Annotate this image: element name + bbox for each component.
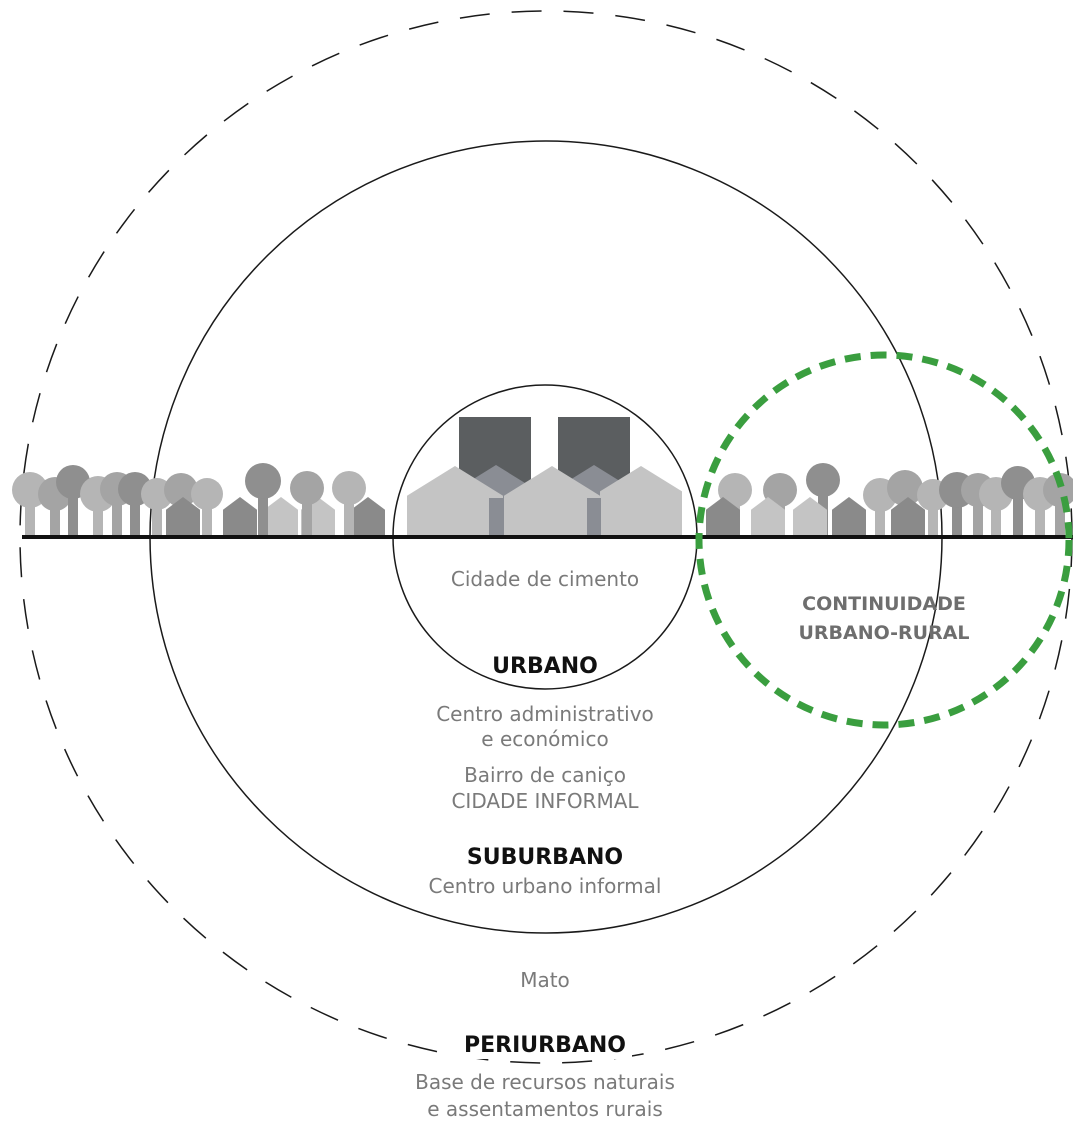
continuity-highlight-circle [695,351,1073,729]
house-shape [891,497,925,535]
cement-city-buildings [407,417,682,535]
house-icon [706,497,740,535]
tree-icon [332,471,366,535]
tree-trunk [991,494,1001,535]
house-icon [223,497,257,535]
tree-trunk [344,488,354,535]
cement-house [600,466,682,535]
urban-title: URBANO [492,654,598,679]
cement-house [504,466,600,535]
house-shape [832,497,866,535]
tree-crown [290,471,324,505]
tree-trunk [1013,483,1023,535]
tower-stem [489,498,503,535]
tree-icon [191,478,223,535]
house-icon [832,497,866,535]
skyline [12,463,1073,535]
urban-desc-line-2: e económico [481,727,609,751]
mato-label: Mato [520,968,570,992]
tree-trunk [152,494,162,535]
cement-city-label: Cidade de cimento [450,567,640,591]
house-icon [166,497,200,535]
cement-house [407,466,503,535]
tree-trunk [973,490,983,535]
house-shape [351,497,385,535]
tree-trunk [130,489,140,535]
tree-trunk [928,495,938,535]
suburban-desc: Centro urbano informal [428,874,662,898]
tree-trunk [1035,494,1045,535]
tree-trunk [1055,490,1065,535]
house-shape [751,497,785,535]
continuity-line-2: URBANO-RURAL [798,622,970,644]
tree-trunk [258,481,268,535]
tree-icon [245,463,281,535]
tree-crown [191,478,223,510]
house-icon [793,497,827,535]
informal-line-1: Bairro de caniço [464,763,626,787]
tree-trunk [68,482,78,535]
house-shape [166,497,200,535]
tree-trunk [302,488,312,535]
tree-icon [290,471,324,535]
informal-line-2: CIDADE INFORMAL [451,789,639,813]
continuity-line-1: CONTINUIDADE [802,593,966,615]
house-shape [264,497,298,535]
tree-crown [332,471,366,505]
urban-desc-line-1: Centro administrativo [436,702,654,726]
tree-trunk [50,494,60,535]
tree-trunk [875,495,885,535]
periurban-title: PERIURBANO [458,1033,632,1059]
tree-crown [763,473,797,507]
tree-trunk [202,494,212,535]
tower-stem [587,498,601,535]
house-icon [891,497,925,535]
periurban-desc-line-2: e assentamentos rurais [427,1097,663,1121]
suburban-title: SUBURBANO [466,845,624,870]
tree-crown [164,473,198,507]
house-shape [223,497,257,535]
house-icon [751,497,785,535]
tree-crown [806,463,840,497]
tree-crown [718,473,752,507]
periurban-desc-line-1: Base de recursos naturais [415,1070,675,1094]
tree-trunk [25,490,35,535]
tree-crown [245,463,281,499]
house-shape [793,497,827,535]
house-shape [706,497,740,535]
tree-trunk [112,489,122,535]
tree-crown [887,470,923,506]
house-icon [351,497,385,535]
tree-trunk [952,490,962,535]
tree-trunk [93,494,103,535]
house-icon [264,497,298,535]
